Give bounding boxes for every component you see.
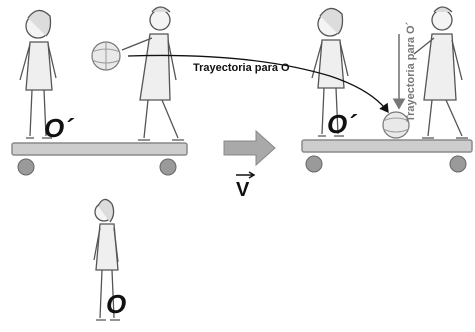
right-cart [301,139,473,173]
trajectory-o-prime-label: Trayectoria para O´ [405,21,417,122]
left-thrower-figure [121,6,184,141]
ball-icon [91,41,121,71]
right-thrower-figure [413,6,468,139]
left-cart [11,142,188,176]
velocity-label: V [236,179,250,201]
trajectory-o-arrow [127,54,389,114]
trajectory-o-label: Trayectoria para O [193,62,290,74]
right-scene: Trayectoria para O´ O´ [301,6,473,173]
right-observer-label: O´ [327,109,357,139]
right-observer-figure [311,7,349,137]
ground-observer-figure [93,198,120,321]
left-scene: O´ [11,6,188,176]
right-arrow-icon [223,129,276,167]
left-observer-figure [19,9,57,139]
left-observer-label: O´ [44,113,74,143]
ball-icon [382,111,410,139]
ground-observer-label: O [106,289,126,319]
velocity-indicator: V [223,129,276,201]
